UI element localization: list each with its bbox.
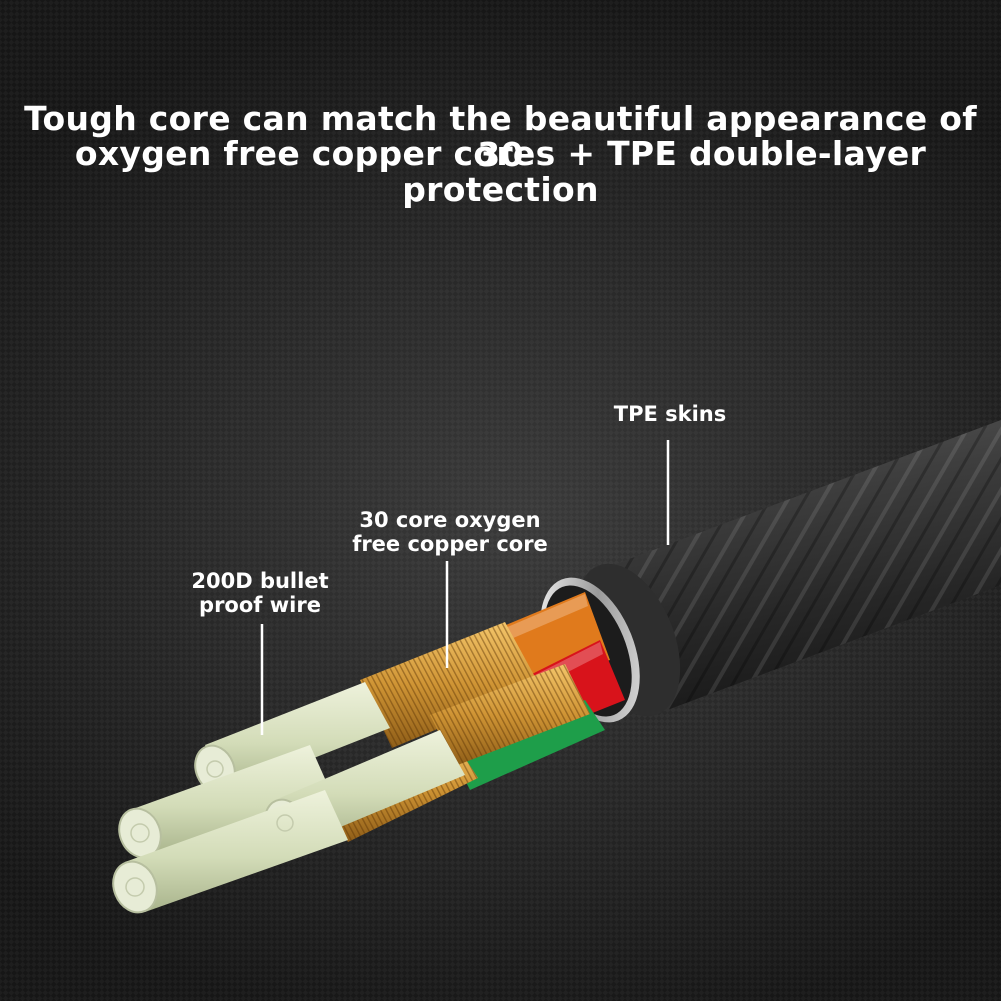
callout-bullet-line-1: 200D bullet <box>191 569 329 593</box>
headline-line-2: oxygen free copper cores + TPE double-la… <box>74 134 927 209</box>
fiber-strands <box>112 682 465 914</box>
callout-copper-core: 30 core oxygen free copper core <box>330 508 570 556</box>
callout-copper-line-2: free copper core <box>352 532 548 556</box>
callout-copper-line-1: 30 core oxygen <box>359 508 541 532</box>
callout-bullet-proof: 200D bullet proof wire <box>170 569 350 617</box>
headline-line-1: Tough core can match the beautiful appea… <box>24 99 977 174</box>
callout-tpe-skins: TPE skins <box>600 402 740 426</box>
callout-tpe-text: TPE skins <box>613 402 727 426</box>
callout-bullet-line-2: proof wire <box>199 593 321 617</box>
